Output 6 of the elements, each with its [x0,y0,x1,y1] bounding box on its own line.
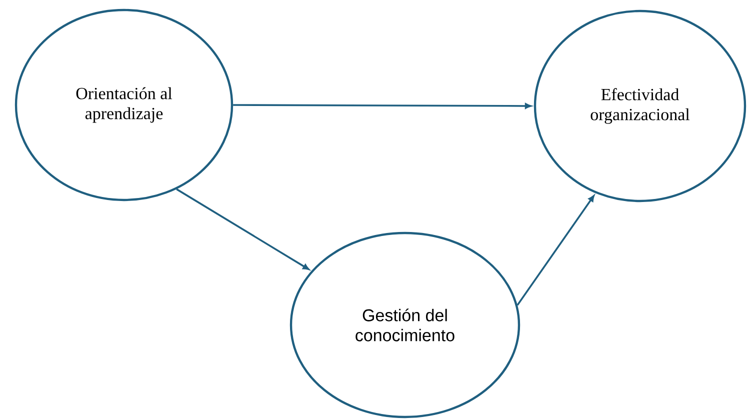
arrow [176,188,310,270]
arrow [516,195,594,306]
arrow [233,103,532,109]
ellipse-node: Gestión del conocimiento [290,232,520,418]
ellipse-node: Efectividad organizacional [534,10,746,202]
ellipse-node: Orientación al aprendizaje [14,8,234,202]
